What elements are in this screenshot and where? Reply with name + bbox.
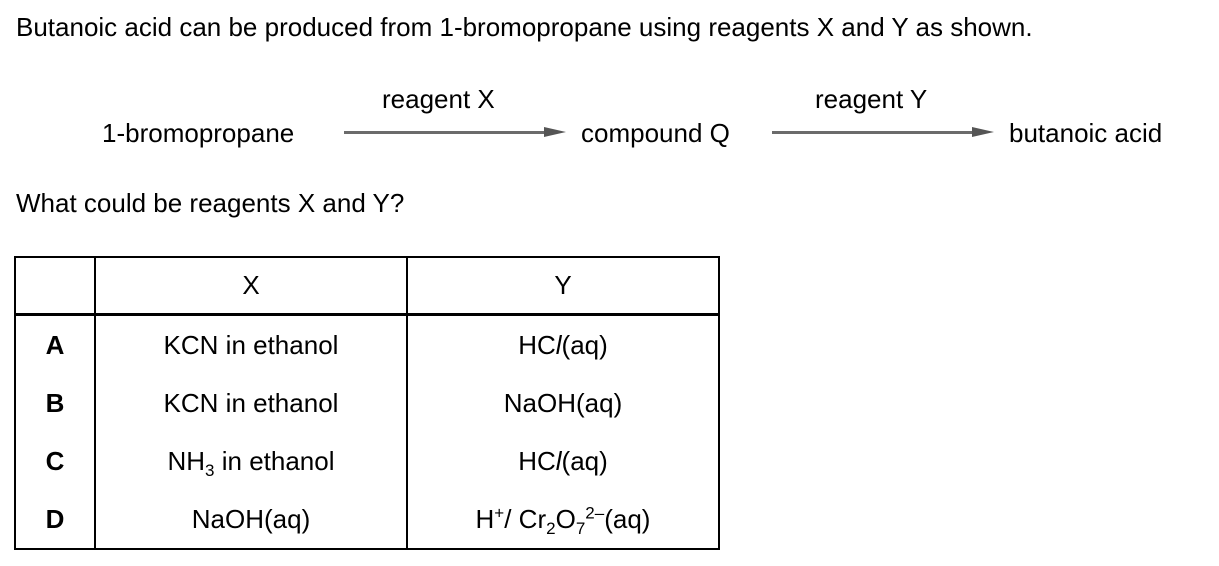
- reagent-y-cell: HCl(aq): [406, 314, 720, 374]
- reaction-arrow-1: [344, 127, 566, 139]
- reagent-x-cell: KCN in ethanol: [94, 374, 408, 432]
- reaction-arrow-2: [772, 127, 994, 139]
- formula-part: (aq): [561, 329, 608, 360]
- reagent-x-label: reagent X: [382, 84, 495, 114]
- formula-superscript: +: [494, 502, 505, 522]
- header-y: Y: [406, 256, 720, 316]
- formula-part: (aq): [561, 445, 608, 476]
- formula-part-italic: l: [555, 445, 562, 476]
- formula-subscript: 7: [575, 518, 586, 538]
- formula-subscript: 3: [205, 460, 215, 480]
- reagent-y-cell: HCl(aq): [406, 432, 720, 490]
- question-stem: Butanoic acid can be produced from 1-bro…: [16, 12, 1033, 42]
- scheme-product: butanoic acid: [1009, 118, 1163, 148]
- formula-part: / Cr: [504, 503, 547, 534]
- formula-subscript: 2: [546, 518, 556, 538]
- reagent-x-cell: KCN in ethanol: [94, 314, 408, 374]
- option-letter: D: [14, 490, 96, 550]
- formula-part-italic: l: [555, 329, 562, 360]
- scheme-start-compound: 1-bromopropane: [102, 118, 295, 148]
- option-letter: A: [14, 314, 96, 374]
- reagent-y-cell: NaOH(aq): [406, 374, 720, 432]
- formula-part: HC: [518, 445, 556, 476]
- options-table: X Y A KCN in ethanol HCl(aq) B KCN in et…: [14, 256, 720, 550]
- formula-part: NH: [167, 445, 206, 476]
- formula-part: in ethanol: [214, 445, 335, 476]
- table-row: C NH3 in ethanol HCl(aq): [14, 432, 720, 490]
- option-letter: B: [14, 374, 96, 432]
- reagent-x-cell: NH3 in ethanol: [94, 432, 408, 490]
- header-letter: [14, 256, 96, 316]
- table-row: B KCN in ethanol NaOH(aq): [14, 374, 720, 432]
- formula-part: (aq): [604, 503, 651, 534]
- formula-part: H: [475, 503, 495, 534]
- reagent-y-label: reagent Y: [815, 84, 928, 114]
- table-row: D NaOH(aq) H+/ Cr2O72–(aq): [14, 490, 720, 550]
- header-x: X: [94, 256, 408, 316]
- formula-part: O: [555, 503, 576, 534]
- reagent-x-cell: NaOH(aq): [94, 490, 408, 550]
- scheme-intermediate-compound: compound Q: [581, 118, 730, 148]
- formula-superscript: 2–: [585, 502, 605, 522]
- formula-part: HC: [518, 329, 556, 360]
- table-row: A KCN in ethanol HCl(aq): [14, 314, 720, 374]
- reagent-y-cell: H+/ Cr2O72–(aq): [406, 490, 720, 550]
- table-header-row: X Y: [14, 256, 720, 316]
- option-letter: C: [14, 432, 96, 490]
- question-prompt: What could be reagents X and Y?: [16, 188, 405, 218]
